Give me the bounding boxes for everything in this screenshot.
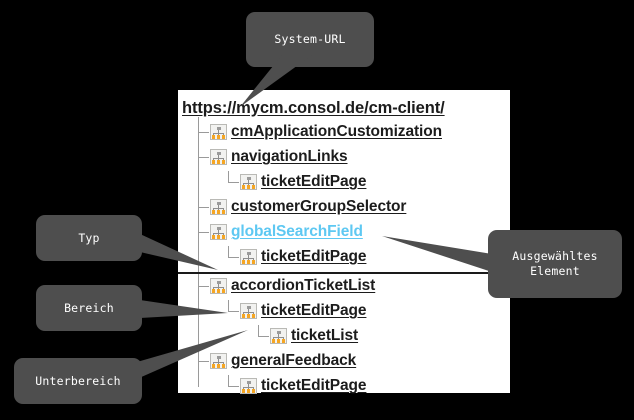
hierarchy-icon: [240, 378, 257, 394]
tree-node-label: ticketList: [291, 327, 359, 344]
tree-node-label: ticketEditPage: [261, 173, 367, 190]
callout-label: Bereich: [64, 300, 114, 315]
tree-node-label: globalSearchField: [231, 223, 363, 240]
tree-connector: [228, 375, 240, 397]
tree-node-label: cmApplicationCustomization: [231, 123, 442, 140]
callout-system-url: System-URL: [246, 12, 374, 67]
callout-label: Unterbereich: [35, 373, 121, 388]
tree-connector: [258, 325, 270, 347]
callout-bereich: Bereich: [36, 285, 142, 331]
pointer-selected-element: [382, 232, 502, 272]
tree-section-separator: [178, 272, 510, 274]
tree-connector: [228, 300, 240, 322]
hierarchy-icon: [210, 149, 227, 165]
pointer-bereich: [140, 300, 250, 340]
tree-node-ticketeditpage[interactable]: ticketEditPage: [240, 246, 367, 268]
tree-connector: [198, 275, 210, 297]
hierarchy-icon: [270, 328, 287, 344]
tree-node-cmapplicationcustomization[interactable]: cmApplicationCustomization: [210, 121, 442, 143]
tree-node-ticketeditpage[interactable]: ticketEditPage: [240, 171, 367, 193]
tree-connector: [198, 196, 210, 218]
tree-node-ticketlist[interactable]: ticketList: [270, 325, 358, 347]
tree-node-navigationlinks[interactable]: navigationLinks: [210, 146, 348, 168]
tree-node-label: https://mycm.consol.de/cm-client/: [182, 98, 445, 117]
hierarchy-icon: [240, 249, 257, 265]
tree-node-customergroupselector[interactable]: customerGroupSelector: [210, 196, 406, 218]
tree-node-generalfeedback[interactable]: generalFeedback: [210, 350, 356, 372]
tree-node-label: ticketEditPage: [261, 302, 367, 319]
hierarchy-icon: [210, 199, 227, 215]
callout-label-line1: Ausgewähltes: [512, 249, 598, 263]
tree-node-label: ticketEditPage: [261, 377, 367, 394]
tree-connector: [198, 121, 210, 143]
tree-node-label: generalFeedback: [231, 352, 357, 369]
callout-label: Typ: [78, 230, 100, 245]
tree-node-label: customerGroupSelector: [231, 198, 407, 215]
hierarchy-icon: [210, 278, 227, 294]
callout-typ: Typ: [36, 215, 142, 261]
tree-node-label: navigationLinks: [231, 148, 348, 165]
pointer-typ: [140, 234, 250, 284]
tree-node-label: accordionTicketList: [231, 277, 376, 294]
callout-label-line2: Element: [530, 264, 580, 278]
tree-connector: [198, 350, 210, 372]
tree-node-ticketeditpage[interactable]: ticketEditPage: [240, 375, 367, 397]
pointer-system-url: [240, 55, 370, 115]
tree-trunk-line: [198, 117, 199, 387]
hierarchy-icon: [210, 124, 227, 140]
hierarchy-icon: [210, 224, 227, 240]
callout-selected-element: Ausgewähltes Element: [488, 230, 622, 298]
tree-connector: [198, 146, 210, 168]
hierarchy-icon: [210, 353, 227, 369]
tree-connector: [228, 246, 240, 268]
tree-node-globalsearchfield[interactable]: globalSearchField: [210, 221, 363, 243]
tree-node-root-url[interactable]: https://mycm.consol.de/cm-client/: [182, 97, 445, 119]
hierarchy-icon: [240, 303, 257, 319]
pointer-unterbereich: [130, 330, 260, 382]
tree-connector: [198, 221, 210, 243]
callout-unterbereich: Unterbereich: [14, 358, 142, 404]
callout-label: System-URL: [274, 32, 346, 46]
tree-node-accordionticketlist[interactable]: accordionTicketList: [210, 275, 375, 297]
tree-node-label: ticketEditPage: [261, 248, 367, 265]
tree-node-ticketeditpage[interactable]: ticketEditPage: [240, 300, 367, 322]
tree-connector: [228, 171, 240, 193]
tree-panel: https://mycm.consol.de/cm-client/ cmAppl…: [178, 90, 510, 394]
hierarchy-icon: [240, 174, 257, 190]
